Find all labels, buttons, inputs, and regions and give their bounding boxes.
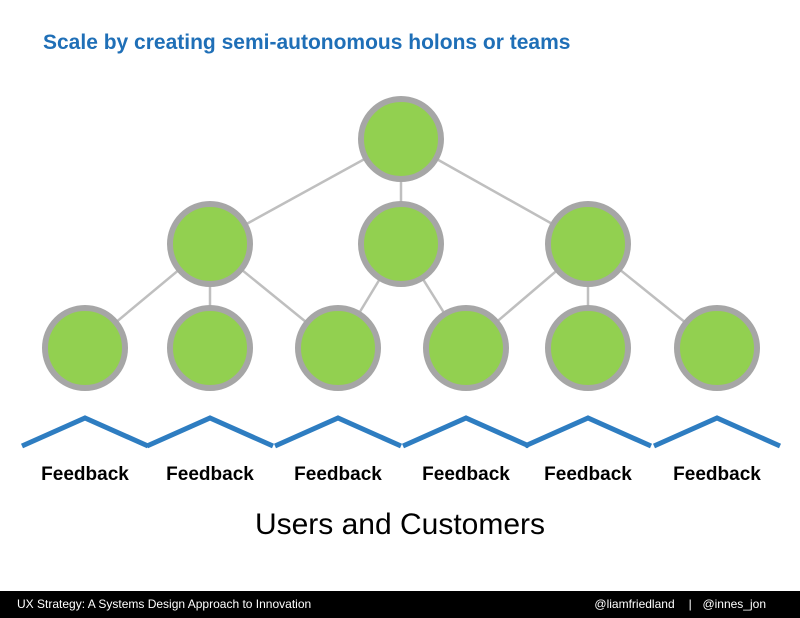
feedback-wave [145,415,275,449]
holon-node [358,96,444,182]
feedback-wave [523,415,653,449]
footer-separator: | [688,597,692,611]
holon-node [423,305,509,391]
footer-handle-innes: @innes_jon [702,597,766,611]
feedback-label: Feedback [422,464,510,485]
holon-node [674,305,760,391]
feedback-label: Feedback [294,464,382,485]
footer-handle-liam: @liamfriedland [594,597,675,611]
audience-label: Users and Customers [254,508,546,541]
feedback-label: Feedback [544,464,632,485]
holon-node [167,305,253,391]
feedback-wave [652,415,782,449]
footer-title: UX Strategy: A Systems Design Approach t… [17,597,312,611]
holon-node [358,201,444,287]
slide-title: Scale by creating semi-autonomous holons… [43,31,571,54]
feedback-wave [401,415,531,449]
feedback-wave [20,415,150,449]
footer-bar: UX Strategy: A Systems Design Approach t… [0,591,800,618]
holon-node [295,305,381,391]
holon-node [167,201,253,287]
feedback-wave [273,415,403,449]
feedback-label: Feedback [673,464,761,485]
holon-node [42,305,128,391]
holon-node [545,201,631,287]
footer-handles: @liamfriedland | @innes_jon [592,597,768,611]
holon-hierarchy-diagram [20,96,782,449]
feedback-label: Feedback [41,464,129,485]
holon-node [545,305,631,391]
feedback-label: Feedback [166,464,254,485]
